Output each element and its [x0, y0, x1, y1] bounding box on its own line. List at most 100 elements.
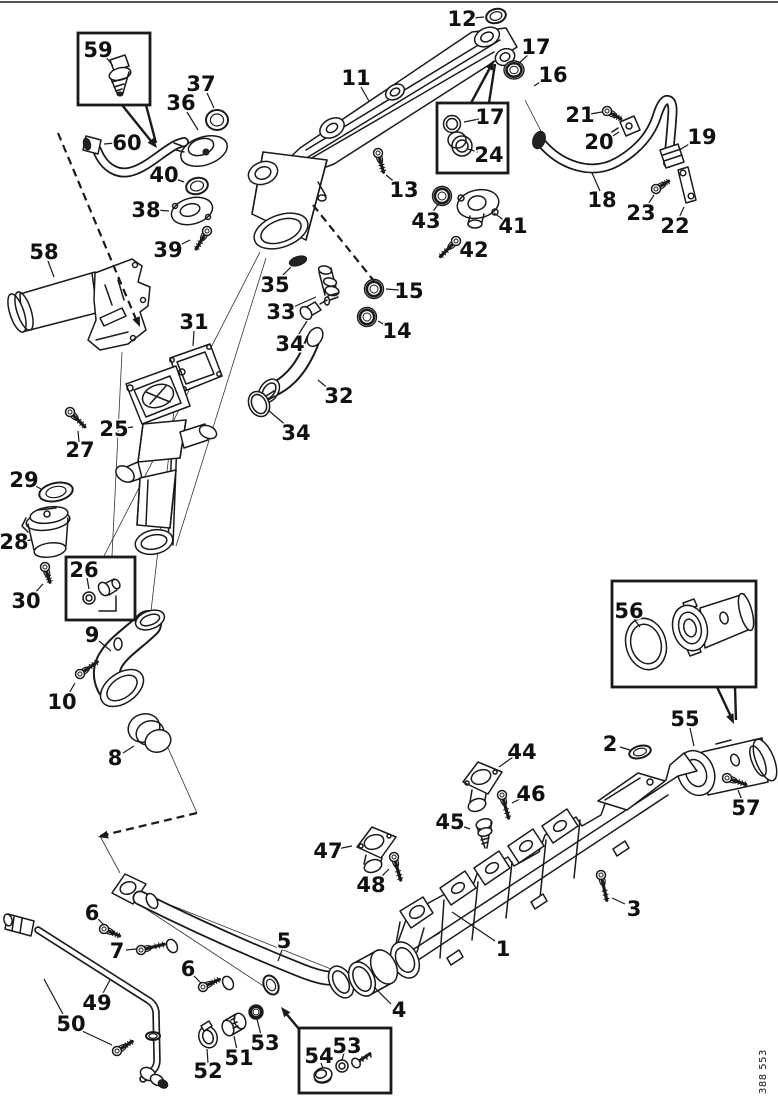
arrowhead — [98, 830, 109, 839]
callout-label-26: 26 — [69, 558, 98, 582]
callout-label-27: 27 — [65, 438, 94, 462]
dashed-reference-line — [99, 811, 198, 838]
callout-leader-17 — [463, 118, 480, 123]
part-36-thermostat-cap — [173, 135, 228, 167]
callout-leader-19 — [680, 140, 695, 150]
nut — [363, 278, 385, 300]
callout-label-20: 20 — [584, 130, 613, 154]
part-53-seal-ring-boxed — [335, 1051, 372, 1073]
callout-leader-13 — [385, 174, 398, 185]
callout-label-42: 42 — [459, 238, 488, 262]
callout-label-58: 58 — [29, 240, 58, 264]
callout-leader-45 — [458, 824, 471, 830]
part-58-valve-assembly — [7, 258, 151, 351]
callout-label-48: 48 — [356, 873, 385, 897]
part-19-hose-clamp — [659, 143, 685, 169]
bolts-and-rings-layer — [38, 7, 748, 1057]
o-ring — [262, 974, 280, 996]
part-52-clamp — [197, 1020, 219, 1049]
part-5-exhaust-pipe — [111, 873, 355, 999]
bolt — [372, 147, 387, 174]
arrowhead — [132, 316, 140, 327]
callout-leader-24 — [467, 148, 479, 153]
callout-leader-3 — [611, 897, 626, 905]
callout-leader-51 — [233, 1035, 238, 1051]
callout-leader-31 — [192, 330, 195, 347]
callout-label-7: 7 — [110, 939, 125, 963]
callout-leader-48 — [378, 868, 390, 880]
bolt — [39, 561, 53, 584]
part-22-bracket — [677, 166, 697, 204]
callout-label-50: 50 — [56, 1012, 85, 1036]
callout-leader-2 — [619, 746, 631, 751]
callout-label-1: 1 — [496, 937, 511, 961]
callout-leader-29 — [31, 483, 42, 490]
o-ring — [185, 176, 209, 196]
bolt — [197, 976, 221, 993]
callout-label-17: 17 — [521, 35, 550, 59]
callout-label-44: 44 — [507, 740, 536, 764]
callout-leader-50 — [43, 978, 65, 1017]
o-ring — [485, 7, 507, 25]
part-41-sensor-housing — [456, 188, 500, 229]
callout-leader-47 — [336, 845, 353, 850]
part-11-upper-manifold — [247, 26, 518, 250]
callout-leader-6 — [193, 975, 202, 984]
callout-label-25: 25 — [99, 417, 128, 441]
part-54-cap — [313, 1067, 333, 1084]
callout-leader-49 — [101, 979, 111, 996]
callout-label-6: 6 — [85, 901, 100, 925]
nut — [503, 60, 525, 80]
callout-leader-57 — [737, 789, 743, 801]
callout-label-51: 51 — [224, 1046, 253, 1070]
callout-leader-5 — [277, 949, 283, 962]
callout-label-33: 33 — [266, 300, 295, 324]
callout-label-56: 56 — [614, 599, 643, 623]
callout-label-6: 6 — [181, 957, 196, 981]
callout-label-34: 34 — [275, 332, 304, 356]
callout-label-52: 52 — [193, 1059, 222, 1083]
callout-leader-53 — [341, 1052, 345, 1061]
callout-leader-38 — [155, 209, 170, 212]
bolt — [650, 178, 671, 195]
callout-label-32: 32 — [324, 384, 353, 408]
callout-label-40: 40 — [149, 163, 178, 187]
callout-label-2: 2 — [603, 732, 618, 756]
callout-leader-42 — [459, 247, 468, 250]
callout-leader-18 — [591, 172, 601, 192]
callout-label-53: 53 — [250, 1031, 279, 1055]
callout-leader-26 — [86, 577, 90, 590]
part-18-coolant-hose — [532, 94, 678, 174]
callout-leader-25 — [123, 426, 134, 429]
bolt — [496, 789, 512, 820]
nut — [356, 306, 378, 328]
part-17-seal-ring-boxed — [442, 114, 462, 134]
callout-label-55: 55 — [670, 707, 699, 731]
callout-leader-56 — [633, 618, 641, 628]
callout-leader-23 — [646, 194, 655, 207]
callout-label-30: 30 — [11, 589, 40, 613]
detail-box-pointer — [121, 104, 156, 147]
callout-leader-28 — [21, 539, 32, 542]
callout-leader-34 — [296, 320, 308, 338]
callout-leader-59 — [105, 56, 114, 67]
callout-label-34: 34 — [281, 421, 310, 445]
part-38-gasket — [170, 196, 214, 226]
diagram-artwork — [3, 26, 778, 1089]
arrowhead — [485, 60, 494, 71]
part-34-elbow-fitting — [299, 296, 331, 321]
callout-leader-15 — [385, 288, 400, 291]
callout-leader-43 — [431, 202, 440, 214]
arrowhead — [147, 137, 157, 148]
callout-label-46: 46 — [516, 782, 545, 806]
alignment-line — [136, 902, 269, 990]
detail-box-pointer — [469, 63, 494, 104]
callout-leader-46 — [511, 797, 523, 804]
part-35-seal-washer — [288, 255, 308, 267]
callout-leader-34 — [267, 409, 289, 428]
callout-label-18: 18 — [587, 188, 616, 212]
callout-leader-32 — [317, 379, 331, 391]
callout-leader-35 — [280, 266, 292, 278]
part-47-port-flange — [356, 826, 397, 874]
callout-leader-39 — [175, 239, 191, 248]
